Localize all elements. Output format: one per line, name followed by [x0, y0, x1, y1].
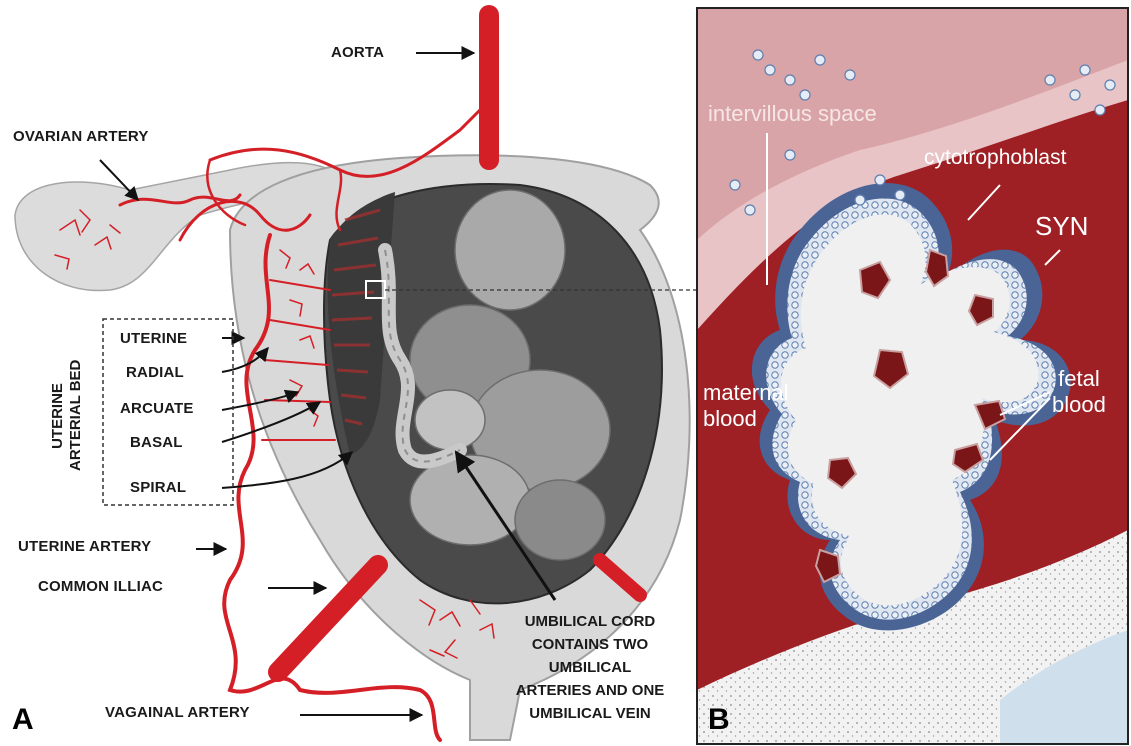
- label-common-illiac: COMMON ILLIAC: [38, 578, 163, 595]
- umbilical-line2: CONTAINS TWO: [490, 633, 690, 656]
- label-maternal-blood: maternal blood: [703, 380, 789, 432]
- common-illiac-left: [278, 565, 378, 672]
- umbilical-line4: ARTERIES AND ONE: [490, 679, 690, 702]
- label-radial: RADIAL: [126, 364, 184, 381]
- label-fetal-blood: fetal blood: [1052, 366, 1106, 418]
- label-uterine-arterial-bed: UTERINE ARTERIAL BED: [49, 361, 85, 471]
- label-cytotrophoblast: cytotrophoblast: [924, 145, 1066, 171]
- maternal-line1: maternal: [703, 380, 789, 406]
- fetal-line2: blood: [1052, 392, 1106, 418]
- arterial-bed-line1: UTERINE: [49, 361, 67, 471]
- label-vaginal-artery: VAGAINAL ARTERY: [105, 704, 250, 721]
- label-spiral: SPIRAL: [130, 479, 186, 496]
- panel-letter-b: B: [708, 703, 730, 737]
- label-arcuate: ARCUATE: [120, 400, 194, 417]
- panel-letter-a: A: [12, 703, 34, 737]
- umbilical-line1: UMBILICAL CORD: [490, 610, 690, 633]
- umbilical-line5: UMBILICAL VEIN: [490, 702, 690, 725]
- arterial-bed-line2: ARTERIAL BED: [67, 361, 85, 471]
- label-syn: SYN: [1035, 213, 1088, 239]
- label-aorta: AORTA: [331, 44, 384, 61]
- label-uterine-artery: UTERINE ARTERY: [18, 538, 151, 555]
- fetal-line1: fetal: [1052, 366, 1106, 392]
- label-uterine: UTERINE: [120, 330, 187, 347]
- maternal-line2: blood: [703, 406, 789, 432]
- label-umbilical-cord: UMBILICAL CORD CONTAINS TWO UMBILICAL AR…: [490, 610, 690, 725]
- label-ovarian-artery: OVARIAN ARTERY: [13, 128, 149, 145]
- umbilical-line3: UMBILICAL: [490, 656, 690, 679]
- label-intervillous-space: intervillous space: [708, 101, 877, 127]
- label-basal: BASAL: [130, 434, 183, 451]
